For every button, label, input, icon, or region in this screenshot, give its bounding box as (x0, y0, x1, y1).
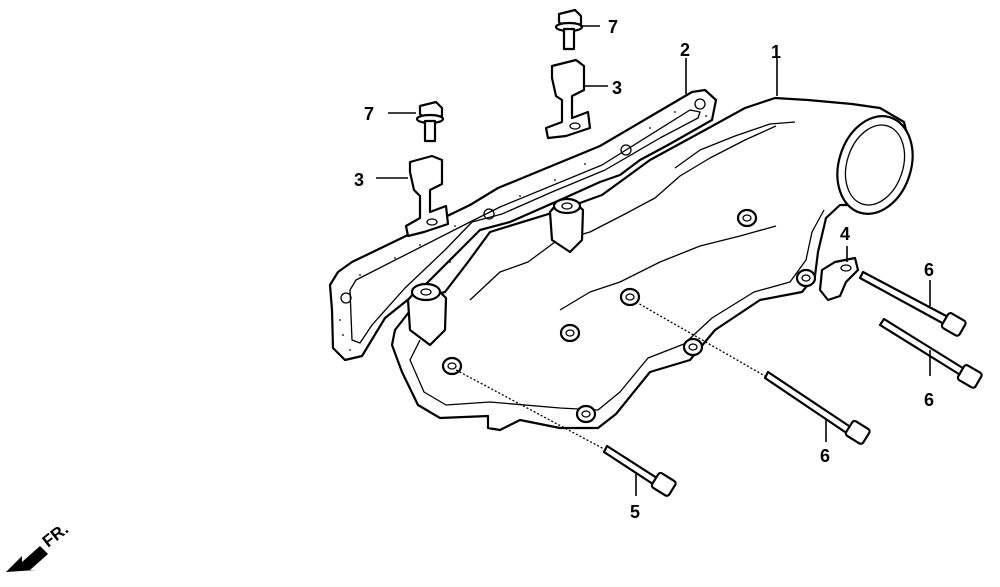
bolt-6-upper (858, 270, 967, 337)
hose-clamp (818, 256, 860, 302)
bracket-upper (544, 58, 592, 140)
bolt-6-middle (763, 370, 871, 445)
front-direction-indicator: FR. (6, 519, 72, 572)
front-arrow-icon (6, 546, 48, 572)
callout-5: 5 (630, 502, 640, 522)
callout-3-lower: 3 (354, 170, 364, 190)
callout-labels: 1 2 3 3 4 5 6 6 6 7 7 (354, 17, 934, 522)
front-label: FR. (39, 519, 72, 551)
leader-lines (376, 25, 931, 496)
callout-2: 2 (680, 40, 690, 60)
bracket-lower (404, 154, 450, 238)
flange-bolt-lower (415, 100, 445, 143)
callout-4: 4 (840, 224, 850, 244)
gasket-texture (339, 111, 707, 351)
callout-6-middle: 6 (820, 446, 830, 466)
callout-7-lower: 7 (364, 104, 374, 124)
callout-1: 1 (771, 42, 781, 62)
bolt-6-lower (878, 317, 983, 389)
flange-bolt-upper (554, 8, 584, 51)
callout-7-upper: 7 (608, 17, 618, 37)
callout-3-upper: 3 (612, 78, 622, 98)
bolt-5 (602, 444, 677, 497)
gasket (328, 88, 718, 362)
callout-6-lower: 6 (924, 390, 934, 410)
callout-6-upper: 6 (924, 260, 934, 280)
